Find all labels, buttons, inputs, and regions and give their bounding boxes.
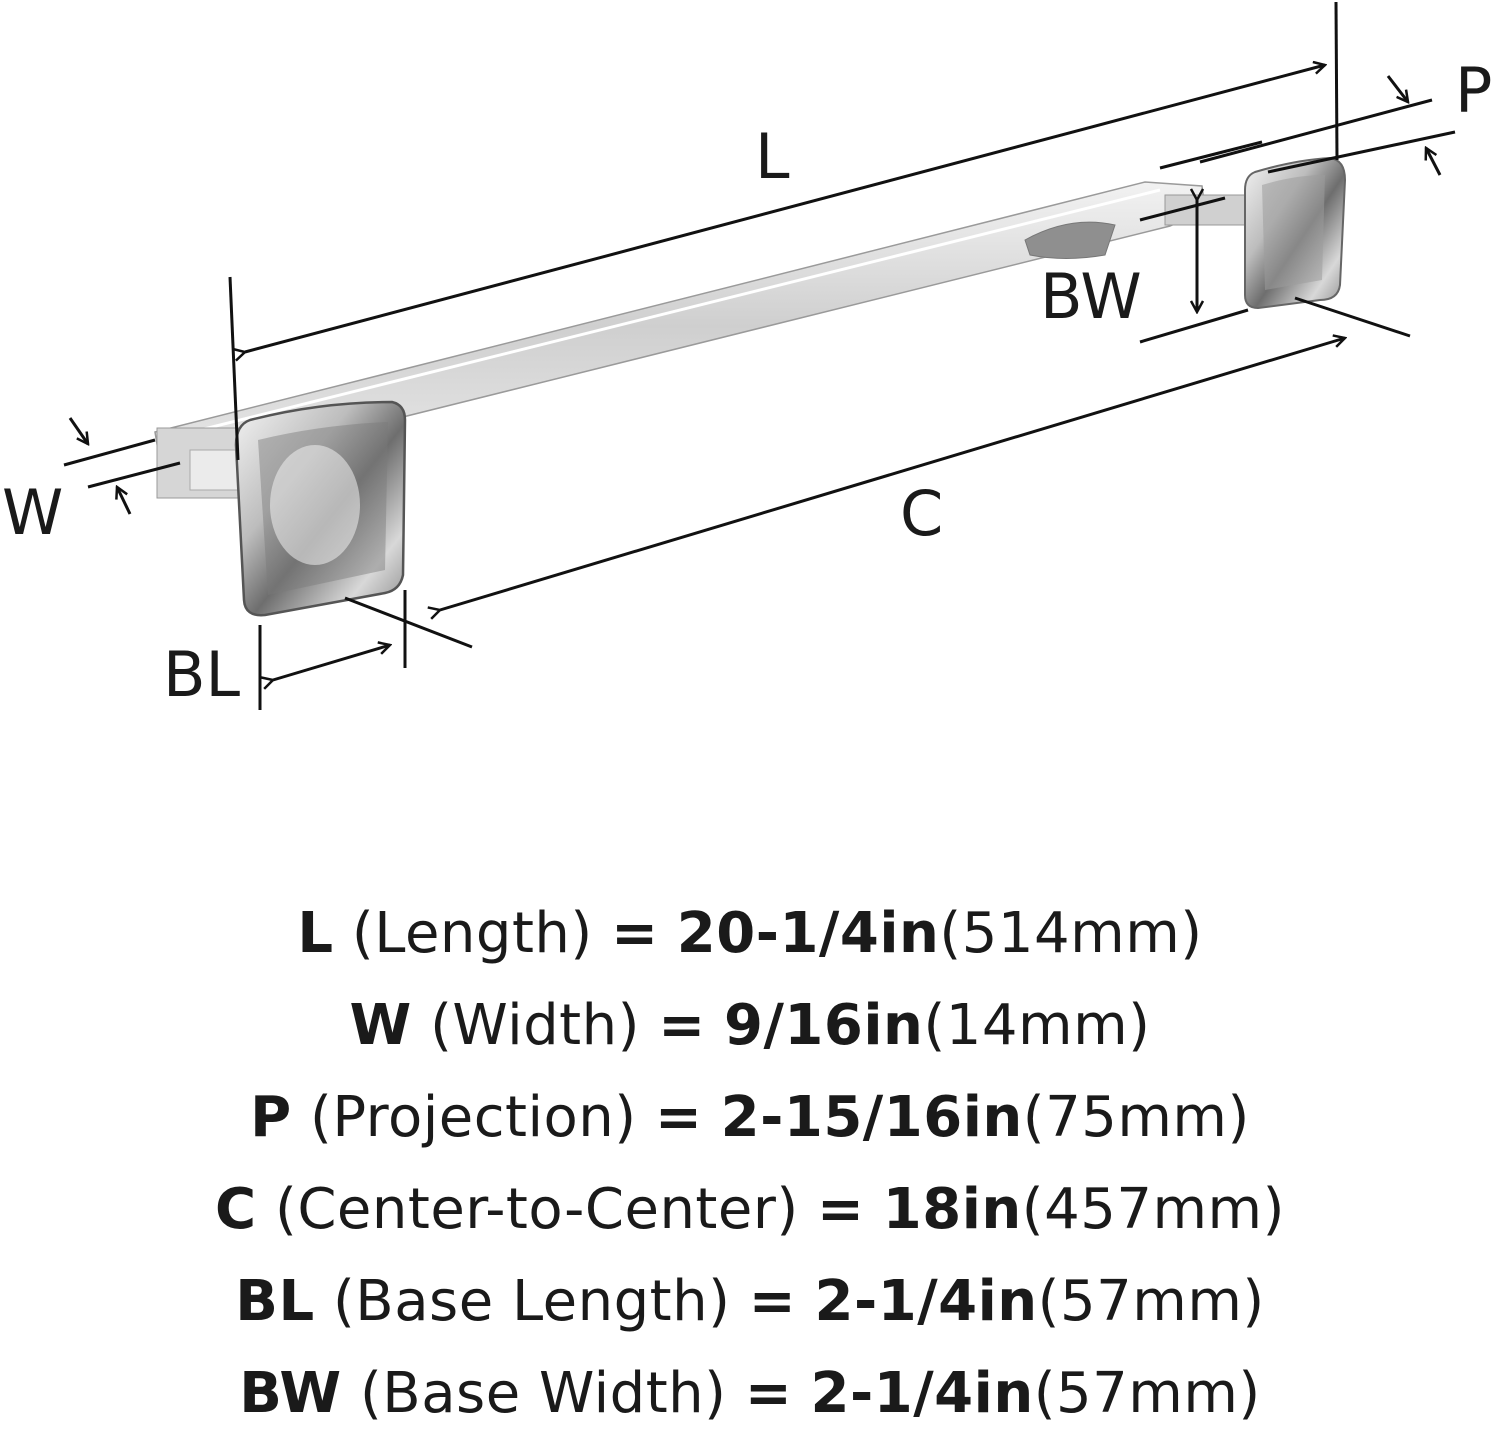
dimension-lines [63,1,1456,710]
label-bw: BW [1040,260,1142,333]
spec-length: L (Length) = 20-1/4in(514mm) [0,888,1500,980]
spec-equals: = [611,901,659,966]
dimension-line-w-top [63,438,156,467]
spec-imperial-value: 18in [882,1177,1022,1242]
spec-center-to-center: C (Center-to-Center) = 18in(457mm) [0,1164,1500,1256]
spec-equals: = [658,993,706,1058]
spec-imperial-value: 2-15/16in [720,1085,1023,1150]
spec-metric-value: (14mm) [923,993,1151,1058]
spec-base-width: BW (Base Width) = 2-1/4in(57mm) [0,1348,1500,1440]
spec-equals: = [817,1177,865,1242]
spec-imperial-value: 2-1/4in [810,1361,1034,1426]
spec-code: P [250,1085,292,1150]
spec-equals: = [744,1361,793,1426]
spec-code: BW [239,1361,342,1426]
dimension-line-p-top [1199,98,1433,164]
label-l: L [755,120,790,193]
spec-name: (Base Length) [332,1269,731,1334]
spec-name: (Center-to-Center) [274,1177,799,1242]
towel-bar-dimension-diagram: L P BW W C BL [2,1,1492,711]
spec-imperial-value: 9/16in [724,993,924,1058]
spec-imperial-value: 2-1/4in [814,1269,1038,1334]
spec-equals: = [654,1085,703,1150]
spec-width: W (Width) = 9/16in(14mm) [0,980,1500,1072]
spec-name: (Length) [351,901,593,966]
label-p: P [1455,54,1492,127]
spec-metric-value: (514mm) [939,901,1203,966]
spec-code: L [297,901,334,966]
spec-base-length: BL (Base Length) = 2-1/4in(57mm) [0,1256,1500,1348]
spec-metric-value: (457mm) [1021,1177,1285,1242]
spec-metric-value: (57mm) [1037,1269,1265,1334]
label-bl: BL [163,638,241,711]
spec-equals: = [748,1269,797,1334]
dimension-specifications: L (Length) = 20-1/4in(514mm) W (Width) =… [0,888,1500,1440]
spec-projection: P (Projection) = 2-15/16in(75mm) [0,1072,1500,1164]
towel-bar-illustration [154,156,1347,617]
dimension-line-bl [273,645,390,680]
spec-metric-value: (75mm) [1022,1085,1250,1150]
spec-imperial-value: 20-1/4in [676,901,940,966]
spec-code: C [215,1177,257,1242]
dimension-line-c [440,338,1345,610]
spec-metric-value: (57mm) [1033,1361,1261,1426]
spec-code: BL [235,1269,315,1334]
right-mounting-base [1244,156,1347,310]
left-mounting-base [234,400,407,617]
label-c: C [900,477,943,550]
spec-name: (Projection) [310,1085,637,1150]
label-w: W [2,476,63,549]
spec-name: (Width) [430,993,640,1058]
dimension-line-l [245,65,1325,352]
spec-code: W [349,993,412,1058]
spec-name: (Base Width) [359,1361,727,1426]
